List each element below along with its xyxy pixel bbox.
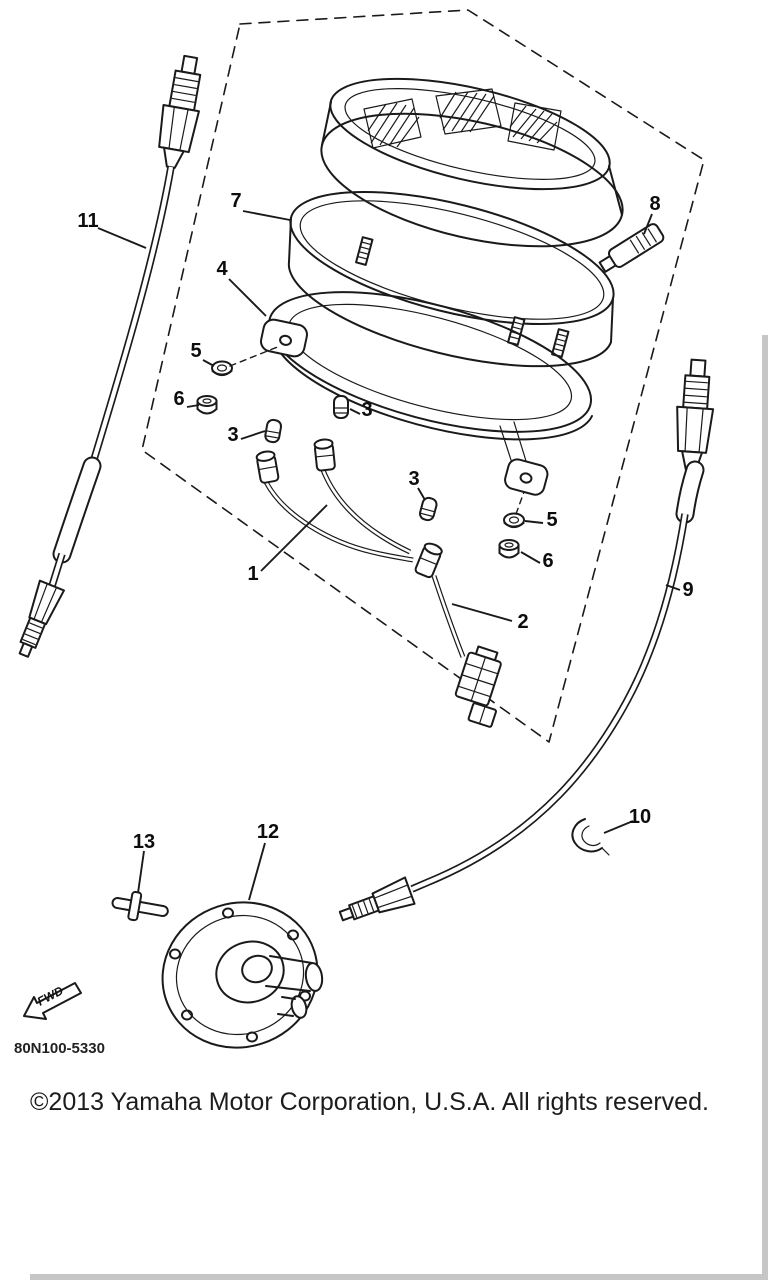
callout-11: 11 xyxy=(77,210,98,232)
washer-left xyxy=(211,360,233,377)
bolt-hole xyxy=(169,948,181,960)
part-code-text: 80N100-5330 xyxy=(14,1040,105,1057)
bulb xyxy=(418,496,438,522)
leader-3-c xyxy=(417,487,426,501)
callout-5: 5 xyxy=(546,509,557,531)
callout-4: 4 xyxy=(216,258,228,280)
leader-5-right xyxy=(524,520,544,524)
leader-7 xyxy=(242,210,291,221)
callout-2: 2 xyxy=(517,611,528,633)
case-stud xyxy=(355,236,374,266)
nut-right xyxy=(498,539,520,559)
ring-left-tab xyxy=(260,318,308,358)
bulb-socket xyxy=(255,450,280,484)
cable-clamp xyxy=(571,818,610,856)
callout-5: 5 xyxy=(190,340,201,362)
harness-connector xyxy=(454,645,502,707)
ring-right-tab xyxy=(504,458,549,496)
leader-13 xyxy=(137,850,145,894)
leader-3-a xyxy=(240,430,266,440)
drive-stub xyxy=(290,995,308,1019)
callout-3: 3 xyxy=(408,468,419,490)
bulb xyxy=(333,395,349,419)
hardware-alignment-dash xyxy=(229,345,281,367)
callout-7: 7 xyxy=(230,190,241,212)
callout-leaders xyxy=(97,210,681,901)
leader-1 xyxy=(260,504,328,572)
callout-13: 13 xyxy=(133,831,155,853)
bulb-socket xyxy=(313,438,336,472)
meter-drive-unit xyxy=(161,901,324,1049)
callout-numbers: 11 7 4 8 5 6 3 3 3 5 6 1 2 9 10 12 13 xyxy=(77,190,693,853)
dashed-boundary xyxy=(141,9,705,743)
leader-3-b xyxy=(349,408,361,415)
leader-11 xyxy=(97,227,147,249)
cable-upper-connector xyxy=(676,358,715,472)
hardware-alignment-dash xyxy=(515,491,525,515)
mounting-ring xyxy=(260,291,593,496)
gauge-window-right xyxy=(507,102,562,151)
bulb xyxy=(264,418,283,444)
callout-3: 3 xyxy=(227,424,238,446)
copyright-text: ©2013 Yamaha Motor Corporation, U.S.A. A… xyxy=(30,1088,709,1116)
cable-upper-connector xyxy=(158,54,202,169)
cable-lower-connector xyxy=(338,876,416,922)
trip-knob xyxy=(598,223,665,273)
nut-left xyxy=(196,395,218,415)
bulb-socket xyxy=(414,542,443,579)
page-edge-bottom xyxy=(30,1274,768,1280)
bolt-hole xyxy=(246,1031,258,1043)
leader-8 xyxy=(643,213,653,235)
bolt-hole xyxy=(287,929,299,941)
callout-3: 3 xyxy=(361,399,372,421)
callout-10: 10 xyxy=(629,806,651,828)
bolt-hole xyxy=(181,1009,193,1021)
gauge-window-center xyxy=(435,88,502,135)
callout-1: 1 xyxy=(247,563,258,585)
leader-6-right xyxy=(520,551,541,564)
callout-6: 6 xyxy=(173,388,184,410)
callout-8: 8 xyxy=(649,193,660,215)
meter-assembly xyxy=(260,77,665,496)
leader-6-left xyxy=(186,404,200,408)
callout-9: 9 xyxy=(682,579,693,601)
leader-9 xyxy=(665,584,681,591)
wire-harness xyxy=(255,438,502,728)
leader-10 xyxy=(603,820,634,834)
meter-lens-unit xyxy=(320,77,624,248)
cable-lower-connector xyxy=(18,579,65,658)
leader-2 xyxy=(451,603,513,622)
leader-12 xyxy=(248,842,266,901)
tachometer-cable xyxy=(338,358,715,922)
harness-sub-connector xyxy=(467,702,497,728)
leader-5-left xyxy=(202,359,215,367)
gauge-window-left xyxy=(363,98,422,149)
callout-6: 6 xyxy=(542,550,553,572)
washer-right xyxy=(503,512,525,529)
leader-4 xyxy=(228,278,267,317)
speedometer-cable xyxy=(18,54,202,658)
drive-pin xyxy=(111,890,169,922)
callout-12: 12 xyxy=(257,821,279,843)
page-edge-right xyxy=(762,335,768,1280)
bolt-hole xyxy=(222,907,234,919)
